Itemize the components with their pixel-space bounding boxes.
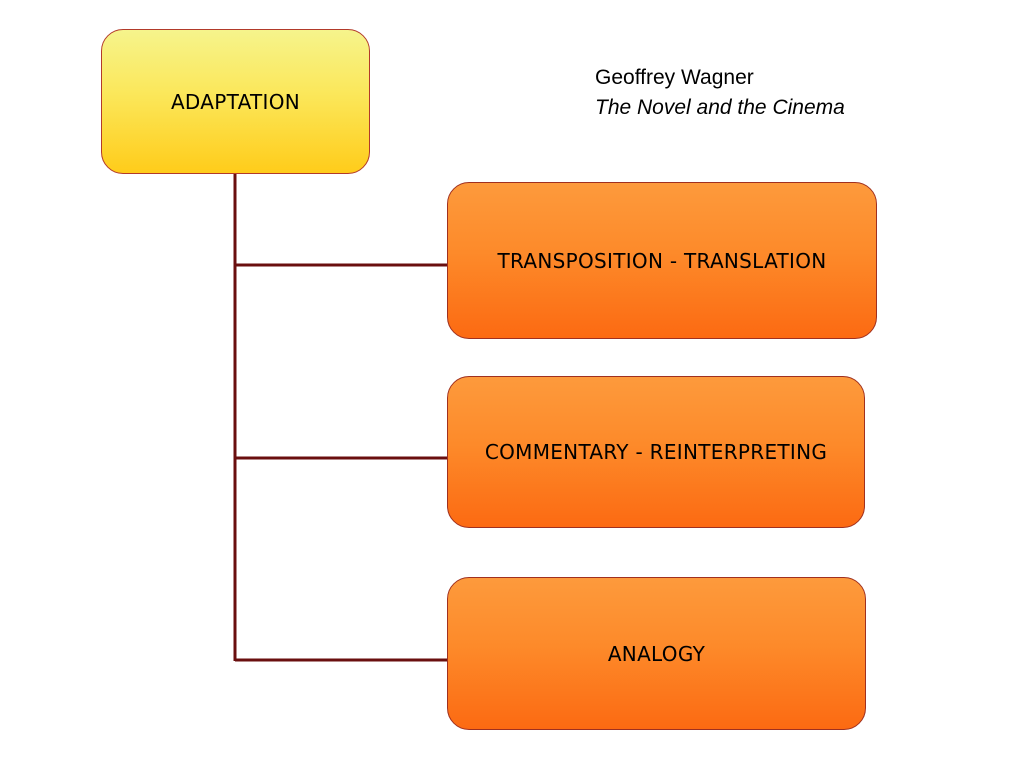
citation: Geoffrey Wagner The Novel and the Cinema (595, 63, 845, 123)
node-analogy: ANALOGY (447, 577, 866, 730)
node-transposition-translation-label: TRANSPOSITION - TRANSLATION (497, 248, 827, 273)
node-analogy-label: ANALOGY (607, 641, 706, 666)
node-transposition-translation: TRANSPOSITION - TRANSLATION (447, 182, 877, 339)
citation-author: Geoffrey Wagner (595, 66, 754, 89)
node-adaptation-label: ADAPTATION (170, 89, 301, 114)
node-commentary-reinterpreting-label: COMMENTARY - REINTERPRETING (484, 440, 828, 464)
node-commentary-reinterpreting: COMMENTARY - REINTERPRETING (447, 376, 865, 528)
citation-title: The Novel and the Cinema (595, 96, 845, 119)
node-adaptation: ADAPTATION (101, 29, 370, 174)
